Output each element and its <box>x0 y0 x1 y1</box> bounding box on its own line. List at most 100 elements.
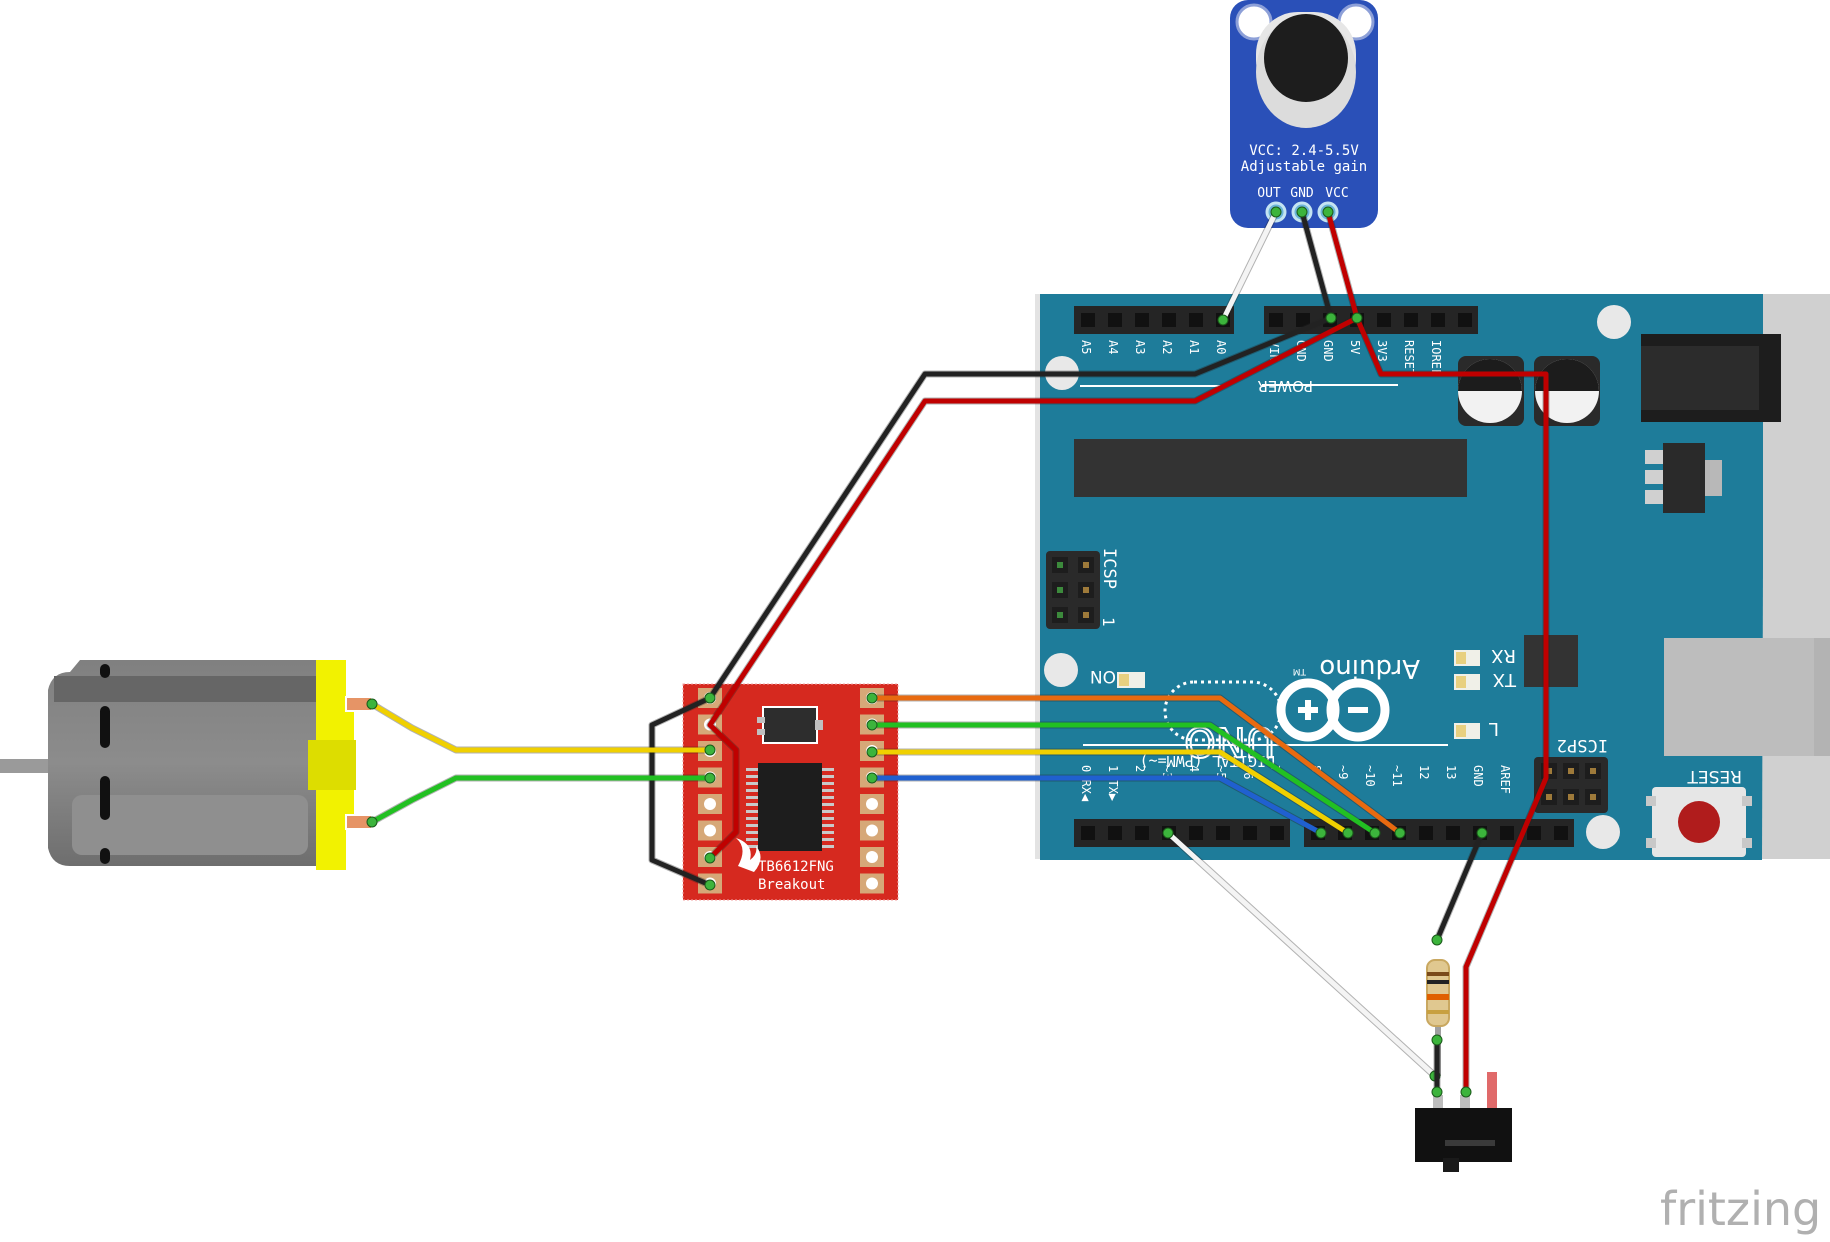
power-pin[interactable] <box>1296 313 1310 327</box>
digital-pin[interactable] <box>1270 826 1284 840</box>
chip-leg <box>746 789 758 792</box>
wire-endpoint <box>704 744 716 756</box>
pin-label: ~10 <box>1363 765 1377 787</box>
wire-endpoint <box>1431 1086 1443 1098</box>
trademark: TM <box>1293 666 1307 676</box>
digital-pin[interactable] <box>1189 826 1203 840</box>
wire-signal-yellow[interactable] <box>869 749 1351 836</box>
power-pin[interactable] <box>1458 313 1472 327</box>
atmega-chip <box>1074 439 1467 497</box>
led-l-label: L <box>1489 718 1499 739</box>
power-label: POWER <box>1257 377 1313 395</box>
tb6612-chip <box>746 763 834 851</box>
wire-endpoint <box>866 772 878 784</box>
chip-leg <box>822 831 834 834</box>
arduino-pcb <box>1040 294 1763 860</box>
wire-endpoint <box>704 879 716 891</box>
led-rx <box>1454 650 1480 666</box>
wire-endpoint <box>366 698 378 710</box>
icsp-label: ICSP <box>1099 548 1119 589</box>
wire-endpoint <box>1394 827 1406 839</box>
digital-pin[interactable] <box>1419 826 1433 840</box>
wire-motor-a-outline <box>368 700 714 754</box>
wire-signal-blue[interactable] <box>869 775 1324 836</box>
reset-label: RESET <box>1687 766 1742 786</box>
driver-pin[interactable] <box>866 877 878 890</box>
analog-pin[interactable] <box>1135 313 1149 327</box>
wire-endpoint <box>366 816 378 828</box>
motor-shaft <box>0 759 52 773</box>
driver-pin[interactable] <box>704 824 716 837</box>
wire-endpoint <box>1431 934 1443 946</box>
icsp-pin1-label: 1 <box>1099 617 1118 627</box>
power-pin[interactable] <box>1431 313 1445 327</box>
power-pin[interactable] <box>1404 313 1418 327</box>
wire-endpoint <box>704 692 716 704</box>
arduino-uno-board: ICSP 1 ICSP2 RESET RX TX L <box>1035 294 1830 860</box>
pin-label: GND <box>1321 340 1335 362</box>
digital-pin[interactable] <box>1500 826 1514 840</box>
digital-pin[interactable] <box>1108 826 1122 840</box>
pin-label: 3V3 <box>1375 340 1389 362</box>
capacitor <box>1458 356 1524 426</box>
pin-label: IOREF <box>1429 340 1443 376</box>
analog-pin[interactable] <box>1081 313 1095 327</box>
digital-pin[interactable] <box>1554 826 1568 840</box>
wire-gnd-to-driver[interactable] <box>707 315 1334 701</box>
chip-leg <box>822 768 834 771</box>
chip-leg <box>822 782 834 785</box>
wire-signal-green[interactable] <box>869 722 1378 836</box>
pin-label: 13 <box>1444 765 1458 779</box>
wire-driver-gnd-loop[interactable] <box>649 695 713 888</box>
wire-motor-b-outline <box>368 774 714 826</box>
analog-pin[interactable] <box>1108 313 1122 327</box>
mounting-hole <box>1044 653 1078 687</box>
wire-mic-out-to-a0[interactable] <box>1220 209 1279 323</box>
power-pin[interactable] <box>1377 313 1391 327</box>
mic-pin-out-label: OUT <box>1257 186 1281 201</box>
chip-leg <box>746 817 758 820</box>
pin-label: 12 <box>1417 765 1431 779</box>
wire-endpoint <box>1162 827 1174 839</box>
driver-pin[interactable] <box>866 798 878 810</box>
wire-motor-b[interactable] <box>369 775 713 825</box>
icsp2-label: ICSP2 <box>1557 735 1608 755</box>
wire-signal-orange[interactable] <box>869 695 1403 836</box>
led-on-label: ON <box>1090 666 1116 686</box>
digital-pin[interactable] <box>1243 826 1257 840</box>
driver-pin[interactable] <box>866 824 878 837</box>
chip-leg <box>746 838 758 841</box>
pin-label: 1 TX▶ <box>1106 765 1120 802</box>
driver-pin[interactable] <box>866 851 878 863</box>
digital-pin[interactable] <box>1081 826 1095 840</box>
wire-d3-to-switch[interactable] <box>1165 830 1438 1079</box>
wire-endpoint <box>866 719 878 731</box>
chip-leg <box>746 775 758 778</box>
led-rx-label: RX <box>1491 645 1516 666</box>
wire-mic-gnd[interactable] <box>1299 209 1334 321</box>
wire-endpoint <box>1322 206 1334 218</box>
digital-pin[interactable] <box>1135 826 1149 840</box>
slide-switch[interactable] <box>1415 1072 1512 1172</box>
wire-motor-a[interactable] <box>369 701 713 753</box>
power-pin[interactable] <box>1269 313 1283 327</box>
microphone-capsule <box>1256 12 1356 128</box>
analog-pin[interactable] <box>1189 313 1203 327</box>
wire-gnd-to-resistor[interactable] <box>1434 830 1485 943</box>
pin-label: ~9 <box>1336 765 1350 779</box>
digital-pin[interactable] <box>1527 826 1541 840</box>
wire-5v-to-driver[interactable] <box>707 315 1360 861</box>
pin-label: 5V <box>1348 340 1362 354</box>
pin-label: A5 <box>1079 340 1093 354</box>
wire-endpoint <box>1325 312 1337 324</box>
digital-pin[interactable] <box>1216 826 1230 840</box>
reset-button[interactable] <box>1646 787 1752 857</box>
chip-leg <box>746 824 758 827</box>
arduino-brand: Arduino <box>1319 653 1420 683</box>
usb-chip <box>1524 635 1578 687</box>
pin-label: A4 <box>1106 340 1120 354</box>
analog-pin[interactable] <box>1162 313 1176 327</box>
digital-pin[interactable] <box>1446 826 1460 840</box>
driver-pin[interactable] <box>704 798 716 810</box>
